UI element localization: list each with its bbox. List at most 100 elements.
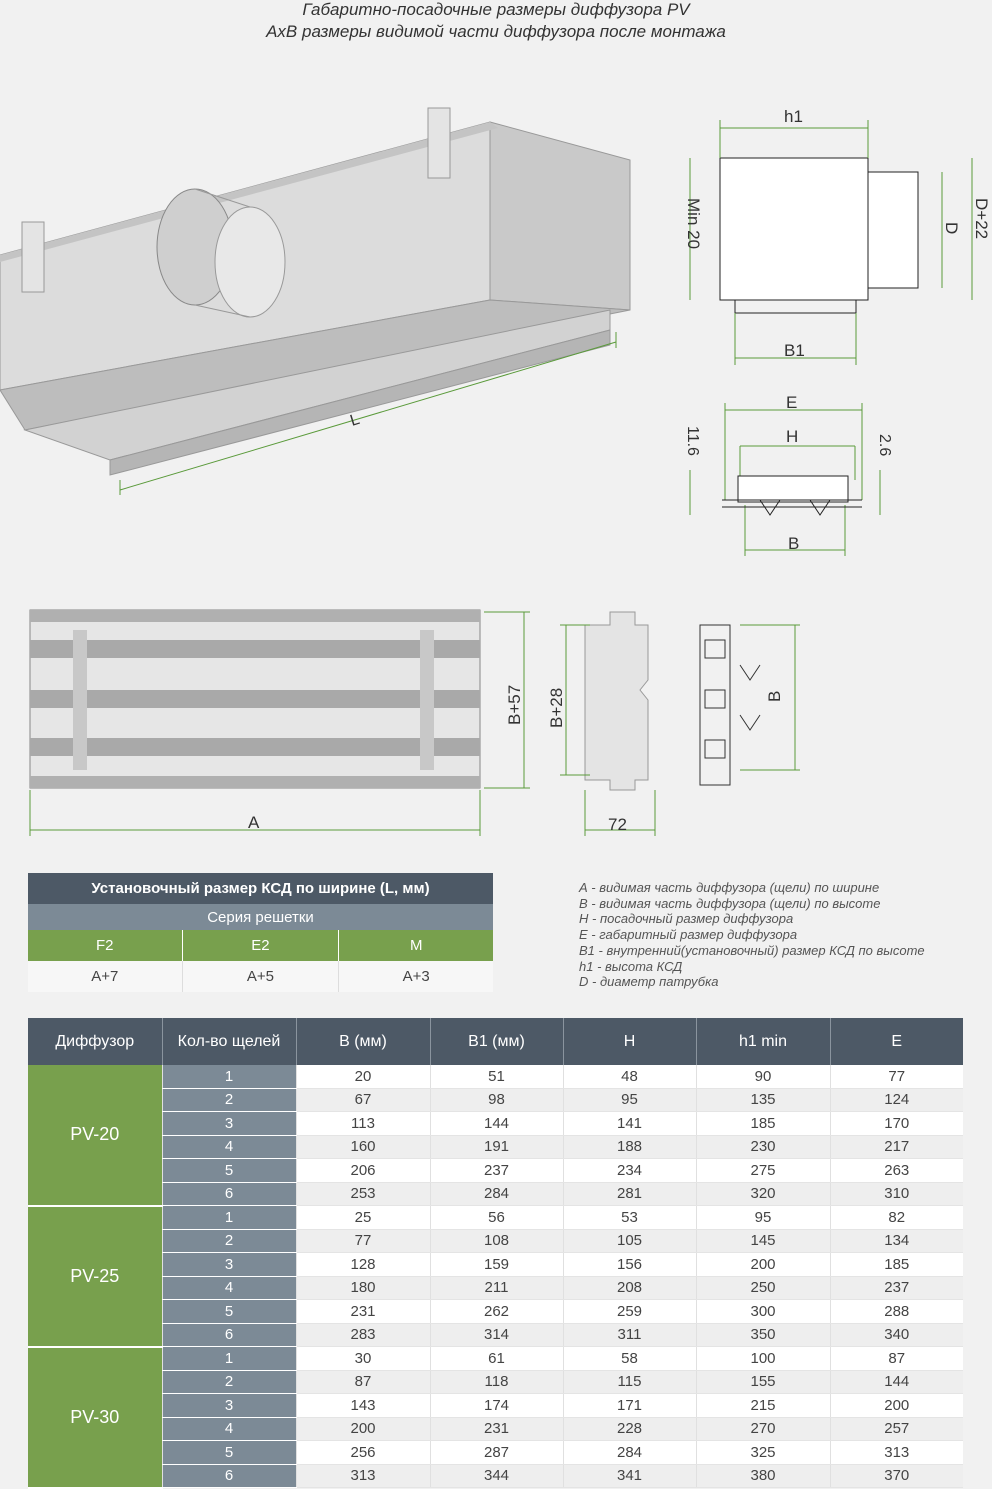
technical-drawings: L h1 Min 20 D D+22 B1 E bbox=[0, 107, 991, 836]
slot-count-cell: 2 bbox=[161, 1088, 296, 1112]
value-cell: 174 bbox=[429, 1393, 563, 1418]
value-cell: 270 bbox=[695, 1417, 830, 1441]
value-cell: 217 bbox=[829, 1135, 963, 1159]
slot-count-cell: 3 bbox=[161, 1393, 296, 1418]
ksd-install-size-table: Установочный размер КСД по ширине (L, мм… bbox=[28, 873, 493, 992]
value-cell: 141 bbox=[562, 1111, 696, 1136]
value-cell: 144 bbox=[429, 1111, 563, 1136]
value-cell: 143 bbox=[295, 1393, 430, 1418]
value-cell: 287 bbox=[429, 1440, 563, 1465]
slot-count-cell: 6 bbox=[161, 1464, 296, 1488]
value-cell: 311 bbox=[562, 1323, 696, 1347]
value-cell: 108 bbox=[429, 1229, 563, 1253]
value-cell: 230 bbox=[695, 1135, 830, 1159]
value-cell: 314 bbox=[429, 1323, 563, 1347]
value-cell: 30 bbox=[295, 1346, 430, 1371]
slot-count-cell: 2 bbox=[161, 1229, 296, 1253]
value-cell: 82 bbox=[829, 1205, 963, 1230]
value-cell: 128 bbox=[295, 1252, 430, 1277]
legend-item: Е - габаритный размер диффузора bbox=[579, 927, 798, 943]
dim-B-side-label: B bbox=[765, 691, 784, 702]
column-header: Кол-во щелей bbox=[161, 1018, 296, 1065]
slot-count-cell: 5 bbox=[161, 1440, 296, 1465]
value-cell: 191 bbox=[429, 1135, 563, 1159]
dim-B28-label: B+28 bbox=[547, 688, 566, 728]
value-cell: 135 bbox=[695, 1088, 830, 1112]
ksd-col-header: E2 bbox=[181, 930, 339, 961]
slot-count-cell: 1 bbox=[161, 1205, 296, 1230]
value-cell: 237 bbox=[429, 1158, 563, 1183]
value-cell: 160 bbox=[295, 1135, 430, 1159]
column-header: В1 (мм) bbox=[429, 1018, 563, 1065]
value-cell: 370 bbox=[829, 1464, 963, 1488]
value-cell: 200 bbox=[695, 1252, 830, 1277]
column-header: Н bbox=[562, 1018, 696, 1065]
value-cell: 281 bbox=[562, 1182, 696, 1206]
value-cell: 87 bbox=[295, 1370, 430, 1394]
dim-D22-label: D+22 bbox=[972, 198, 991, 239]
value-cell: 211 bbox=[429, 1276, 563, 1300]
slot-count-cell: 4 bbox=[161, 1135, 296, 1159]
value-cell: 95 bbox=[562, 1088, 696, 1112]
value-cell: 259 bbox=[562, 1299, 696, 1324]
dim-B-label: B bbox=[788, 534, 799, 553]
value-cell: 215 bbox=[695, 1393, 830, 1418]
slot-count-cell: 5 bbox=[161, 1299, 296, 1324]
value-cell: 67 bbox=[295, 1088, 430, 1112]
dim-E-label: E bbox=[786, 393, 797, 412]
side-view-drawing bbox=[560, 611, 656, 836]
value-cell: 145 bbox=[695, 1229, 830, 1253]
diffuser-dimensions-table: Диффузор Кол-во щелей В (мм) В1 (мм) Н h… bbox=[28, 1018, 963, 1489]
value-cell: 228 bbox=[562, 1417, 696, 1441]
value-cell: 234 bbox=[562, 1158, 696, 1183]
legend-item: h1 - высота КСД bbox=[579, 958, 683, 974]
ksd-col-header: F2 bbox=[28, 930, 183, 961]
dim-min20-label: Min 20 bbox=[684, 198, 703, 249]
value-cell: 380 bbox=[695, 1464, 830, 1488]
ksd-series-label: Серия решетки bbox=[28, 904, 493, 930]
value-cell: 134 bbox=[829, 1229, 963, 1253]
slot-count-cell: 4 bbox=[161, 1276, 296, 1300]
ksd-value-cell: А+7 bbox=[28, 961, 183, 992]
dim-B1-label: B1 bbox=[784, 341, 805, 360]
legend-item: Н - посадочный размер диффузора bbox=[579, 911, 794, 927]
value-cell: 170 bbox=[829, 1111, 963, 1136]
value-cell: 25 bbox=[295, 1205, 430, 1230]
value-cell: 200 bbox=[829, 1393, 963, 1418]
value-cell: 185 bbox=[695, 1111, 830, 1136]
column-header: h1 min bbox=[695, 1018, 830, 1065]
value-cell: 250 bbox=[695, 1276, 830, 1300]
value-cell: 98 bbox=[429, 1088, 563, 1112]
value-cell: 208 bbox=[562, 1276, 696, 1300]
value-cell: 113 bbox=[295, 1111, 430, 1136]
value-cell: 231 bbox=[429, 1417, 563, 1441]
column-header: E bbox=[829, 1018, 963, 1065]
value-cell: 144 bbox=[829, 1370, 963, 1394]
value-cell: 105 bbox=[562, 1229, 696, 1253]
value-cell: 95 bbox=[695, 1205, 830, 1230]
value-cell: 155 bbox=[695, 1370, 830, 1394]
value-cell: 58 bbox=[562, 1346, 696, 1371]
slot-count-cell: 5 bbox=[161, 1158, 296, 1183]
diffuser-model-cell: PV-20 bbox=[28, 1065, 162, 1207]
slot-count-cell: 6 bbox=[161, 1182, 296, 1206]
front-view-drawing bbox=[29, 609, 530, 836]
dim-D-label: D bbox=[942, 222, 961, 234]
page-subtitle: АхВ размеры видимой части диффузора посл… bbox=[266, 22, 726, 41]
value-cell: 61 bbox=[429, 1346, 563, 1371]
dim-2-6-label: 2.6 bbox=[876, 434, 893, 456]
legend-item: В - видимая часть диффузора (щели) по вы… bbox=[579, 895, 881, 911]
value-cell: 180 bbox=[295, 1276, 430, 1300]
diffuser-model-cell: PV-30 bbox=[28, 1346, 162, 1489]
value-cell: 206 bbox=[295, 1158, 430, 1183]
value-cell: 257 bbox=[829, 1417, 963, 1441]
value-cell: 325 bbox=[695, 1440, 830, 1465]
profile-section-drawing bbox=[689, 403, 881, 556]
